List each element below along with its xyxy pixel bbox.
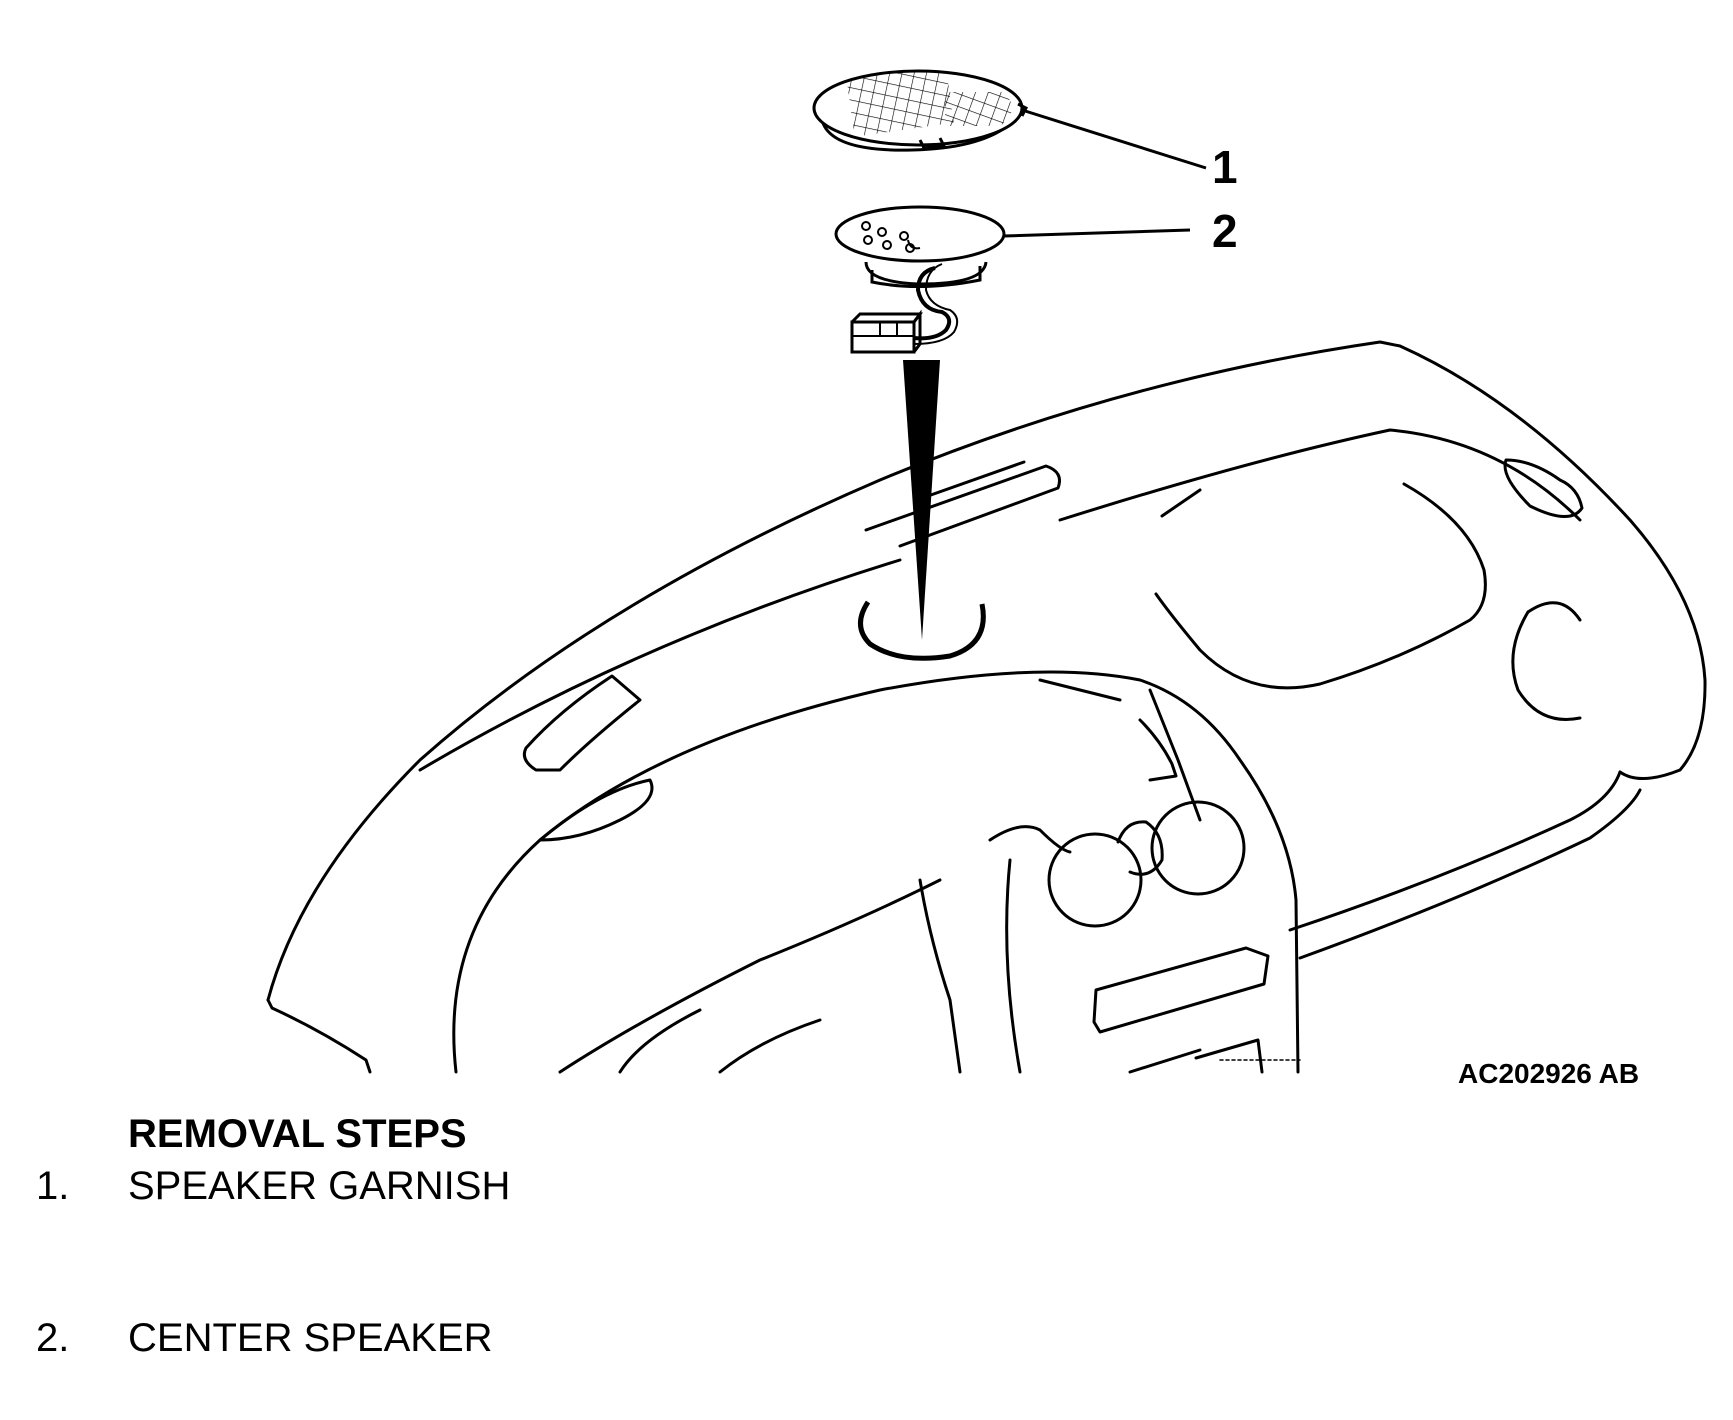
dashboard-speaker-diagram: 1 2: [266, 69, 1707, 1074]
step-label: SPEAKER GARNISH: [128, 1164, 511, 1208]
callout-1: 1: [1212, 141, 1238, 193]
install-arrow: [903, 360, 940, 640]
removal-steps-heading: REMOVAL STEPS: [128, 1112, 467, 1156]
leader-line-2: [1003, 228, 1191, 238]
callout-2: 2: [1212, 205, 1238, 257]
figure-id: AC202926 AB: [1458, 1058, 1640, 1089]
step-number: 2.: [36, 1316, 70, 1360]
instrument-panel: [266, 340, 1707, 1074]
speaker-garnish: [812, 69, 1029, 152]
speaker-mount-hole: [858, 600, 986, 661]
leader-line-1: [1021, 108, 1207, 170]
removal-step-2: 2. CENTER SPEAKER: [0, 1316, 900, 1366]
removal-step-1: 1. SPEAKER GARNISH: [0, 1164, 900, 1214]
step-label: CENTER SPEAKER: [128, 1316, 493, 1360]
center-speaker: [834, 205, 1006, 354]
step-number: 1.: [36, 1164, 70, 1208]
